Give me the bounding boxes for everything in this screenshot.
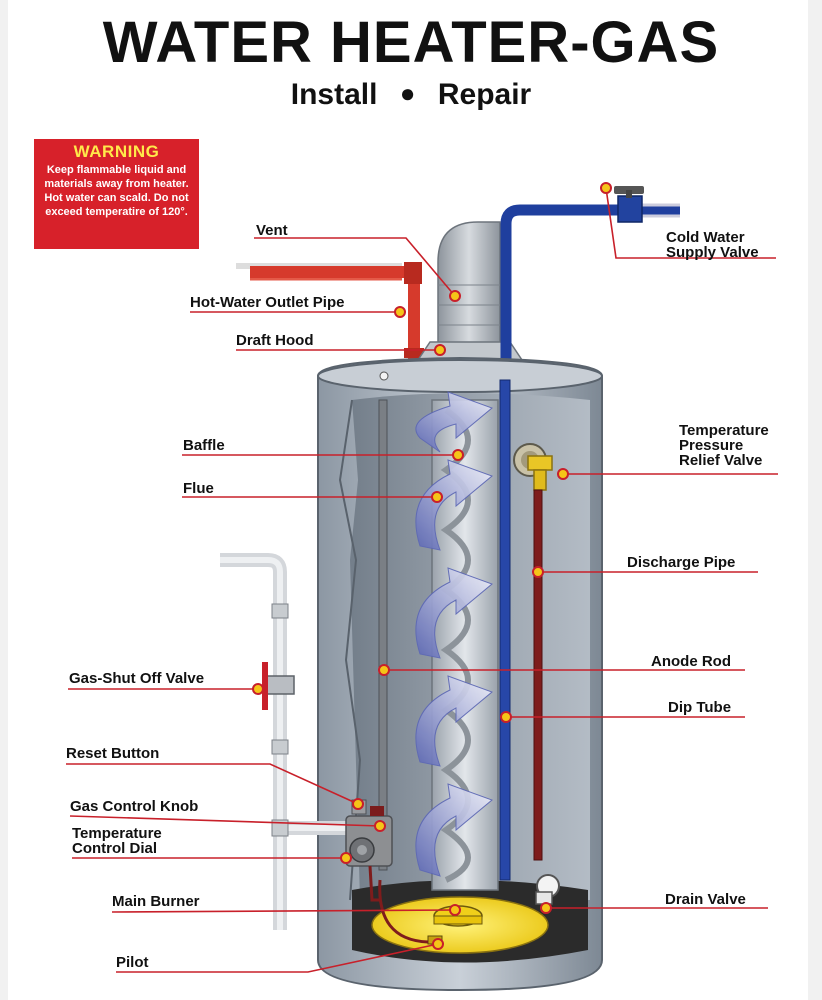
gas-shutoff-valve <box>262 662 295 710</box>
heat-flow-arrows <box>415 391 493 877</box>
label-pilot: Pilot <box>116 954 149 971</box>
hot-water-outlet-pipe <box>236 262 424 378</box>
label-tp-line1: Temperature <box>679 422 769 439</box>
page-title: WATER HEATER-GAS <box>102 10 720 75</box>
label-temperature-control-dial-line1: Temperature <box>72 825 162 842</box>
leader-lines <box>66 187 778 973</box>
warning-title: WARNING <box>73 142 160 161</box>
anode-rod <box>378 399 388 871</box>
vent-pipe <box>437 221 501 361</box>
dip-tube <box>499 379 511 881</box>
drain-valve <box>535 874 560 905</box>
label-cold-water-line1: Cold Water <box>666 229 745 246</box>
subtitle-separator: ● <box>399 78 416 108</box>
label-main-burner: Main Burner <box>112 893 200 910</box>
right-margin-strip <box>808 0 822 1000</box>
label-cold-water-line2: Supply Valve <box>666 244 759 261</box>
label-baffle: Baffle <box>183 437 225 454</box>
label-gas-shutoff-valve: Gas-Shut Off Valve <box>69 670 205 687</box>
label-tp-line2: Pressure <box>679 437 744 454</box>
main-burner <box>371 896 549 954</box>
page-subtitle: Install ● Repair <box>0 78 822 112</box>
warning-box: WARNING Keep flammable liquid and materi… <box>34 139 199 249</box>
label-hot-water-outlet-pipe: Hot-Water Outlet Pipe <box>190 294 345 311</box>
label-anode-rod: Anode Rod <box>651 653 731 670</box>
warning-text: Keep flammable liquid and materials away… <box>44 164 189 218</box>
label-temperature-pressure-relief-valve: Temperature Pressure Relief Valve <box>679 423 769 468</box>
subtitle-repair: Repair <box>437 78 532 111</box>
label-dip-tube: Dip Tube <box>668 699 732 716</box>
label-cold-water-supply-valve: Cold Water Supply Valve <box>666 230 759 260</box>
callout-dots <box>252 182 612 950</box>
cold-water-supply-pipe <box>500 186 680 372</box>
label-vent: Vent <box>256 222 288 239</box>
label-drain-valve: Drain Valve <box>665 891 746 908</box>
tp-relief-valve <box>513 443 553 491</box>
label-reset-button: Reset Button <box>66 745 160 762</box>
left-margin-strip <box>0 0 8 1000</box>
discharge-pipe <box>533 489 543 861</box>
label-temperature-control-dial-line2: Control Dial <box>72 840 157 857</box>
label-draft-hood: Draft Hood <box>236 332 314 349</box>
label-temperature-control-dial: Temperature Control Dial <box>72 826 162 856</box>
gas-supply-line <box>220 553 350 930</box>
label-flue: Flue <box>183 480 214 497</box>
subtitle-install: Install <box>290 78 378 111</box>
label-discharge-pipe: Discharge Pipe <box>627 554 736 571</box>
label-tp-line3: Relief Valve <box>679 452 763 469</box>
label-gas-control-knob: Gas Control Knob <box>70 798 199 815</box>
